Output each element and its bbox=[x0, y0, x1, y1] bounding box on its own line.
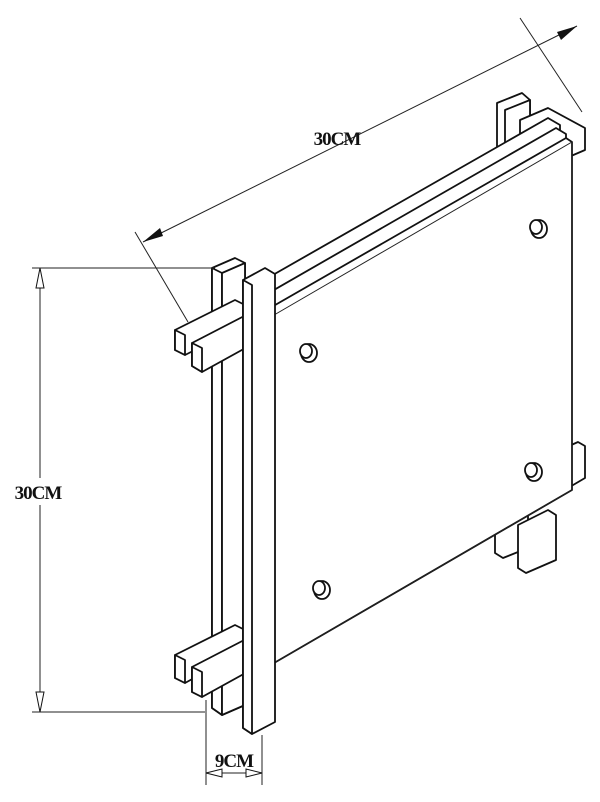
left-front-vertical-bar-front bbox=[242, 279, 253, 735]
bolt-bottom-left bbox=[312, 580, 331, 600]
bolt-top-left bbox=[299, 343, 318, 363]
bolt-top-right bbox=[529, 219, 548, 239]
bolt-bottom-right bbox=[524, 462, 543, 482]
left-bottom-front-crossbar-end bbox=[191, 666, 203, 698]
width-label: 30CM bbox=[314, 129, 362, 150]
depth-label: 9CM bbox=[215, 751, 254, 772]
left-top-back-crossbar-front bbox=[174, 329, 186, 356]
height-label: 30CM bbox=[15, 483, 63, 504]
left-bottom-back-crossbar-end bbox=[174, 654, 186, 684]
height-dimension bbox=[32, 267, 215, 713]
right-bottom-front-bar bbox=[517, 509, 557, 574]
depth-dimension bbox=[205, 700, 263, 785]
left-top-front-crossbar-end bbox=[191, 342, 203, 373]
width-dimension bbox=[134, 17, 583, 323]
